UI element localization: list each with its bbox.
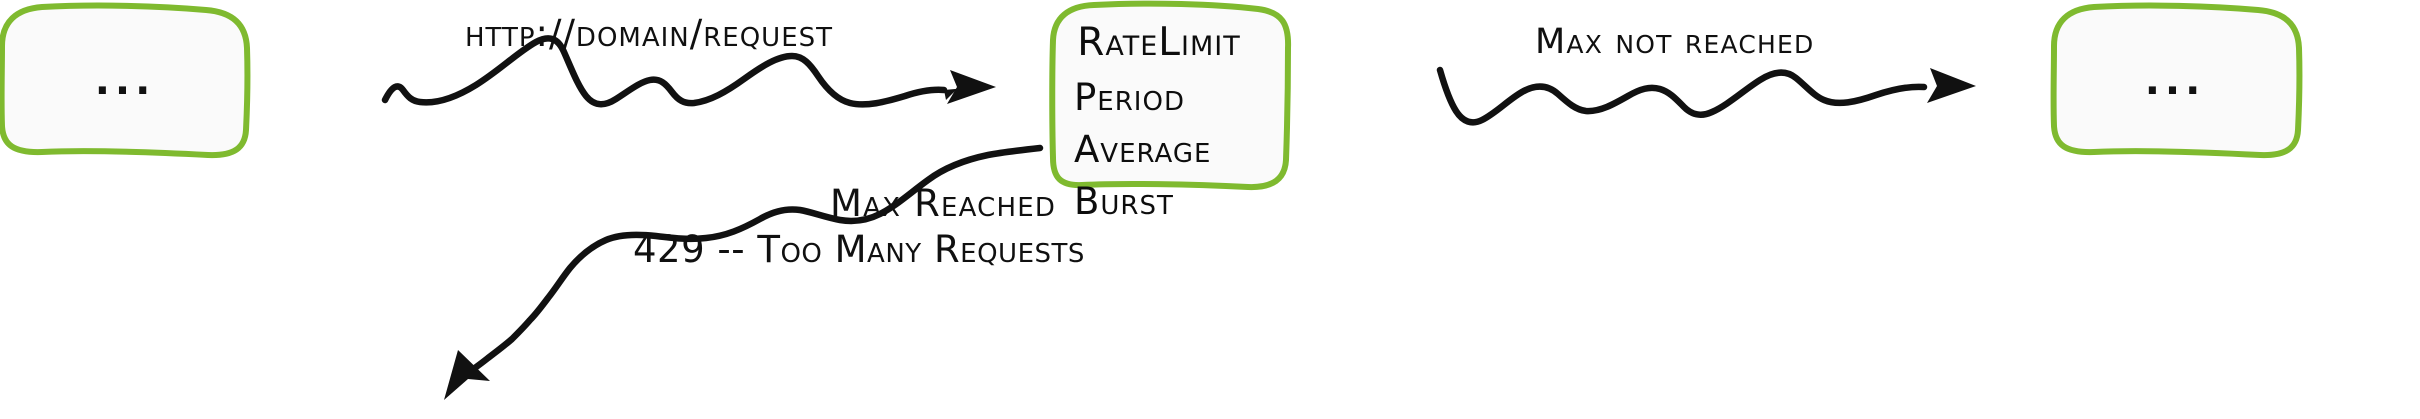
ratelimit-content: RateLimit Period Average Burst [1052,4,1288,221]
edge-label-max-reached: Max Reached [830,182,1057,225]
ratelimit-title: RateLimit [1077,20,1241,65]
right-node-label: ... [2144,58,2206,104]
ratelimit-field-period: Period [1074,76,1185,119]
edge-label-request: http://domain/request [465,12,834,55]
ratelimit-node-shape[interactable] [1049,0,1292,191]
edge-label-max-not-reached: Max not reached [1535,22,1815,62]
edge-request-path [381,35,948,108]
ratelimit-field-list: Period Average Burst [1052,76,1288,223]
edge-max-not-reached-path [1436,66,1928,126]
left-node-label: ... [94,58,156,104]
ratelimit-field-average: Average [1074,127,1212,171]
node-right[interactable]: ... [2052,6,2298,156]
node-ratelimit[interactable]: RateLimit Period Average Burst [1052,4,1288,221]
annotation-http-status: 429 -- Too Many Requests [633,228,1085,271]
edge-max-reached-arrow [444,144,1044,400]
edge-max-not-reached-arrow [1436,66,1976,126]
edge-max-not-reached-arrowhead [1927,68,1976,103]
node-left[interactable]: ... [2,6,248,156]
right-node-shape[interactable] [2050,2,2303,159]
ratelimit-field-burst: Burst [1074,179,1174,223]
edge-request-arrow [381,35,996,108]
edge-request-arrowhead-fill [947,70,996,104]
edge-max-reached-arrowhead [444,350,490,400]
left-node-shape[interactable] [0,2,251,159]
edge-max-reached-path [454,144,1044,384]
